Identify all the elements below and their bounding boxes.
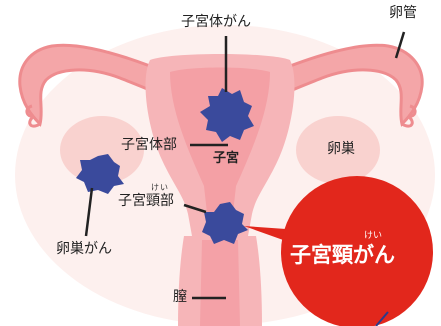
ovary-left: [60, 116, 144, 184]
leader-fallopian-tube: [394, 31, 406, 59]
callout-edge-mark: [375, 311, 389, 326]
label-ovary: 卵巣: [327, 141, 355, 157]
label-uterine-body-cancer: 子宮体がん: [181, 14, 251, 30]
fimbriae-left: [25, 104, 41, 128]
fimbriae-right: [401, 104, 417, 128]
label-uterine-body: 子宮体部: [121, 137, 177, 153]
tumor-uterine-body: [200, 88, 254, 142]
leader-cervix: [183, 203, 207, 214]
label-cervix-ruby: けい: [151, 183, 169, 192]
label-fallopian-tube: 卵管: [389, 5, 417, 21]
label-ovarian-cancer: 卵巣がん: [56, 241, 112, 257]
callout-ruby: けい: [364, 231, 383, 241]
ovary-right: [296, 116, 380, 184]
label-cervix: 子宮頸部: [118, 193, 174, 209]
callout-cervical-cancer: 子宮頸がん: [290, 243, 395, 267]
vaginal-wall: [200, 240, 240, 326]
label-uterus: 子宮: [213, 151, 240, 166]
callout-circle: [281, 176, 433, 326]
tumor-ovary: [76, 154, 124, 194]
leader-ovarian-cancer: [84, 187, 94, 237]
tumor-cervix: [202, 202, 248, 244]
label-vagina: 膣: [173, 289, 187, 305]
